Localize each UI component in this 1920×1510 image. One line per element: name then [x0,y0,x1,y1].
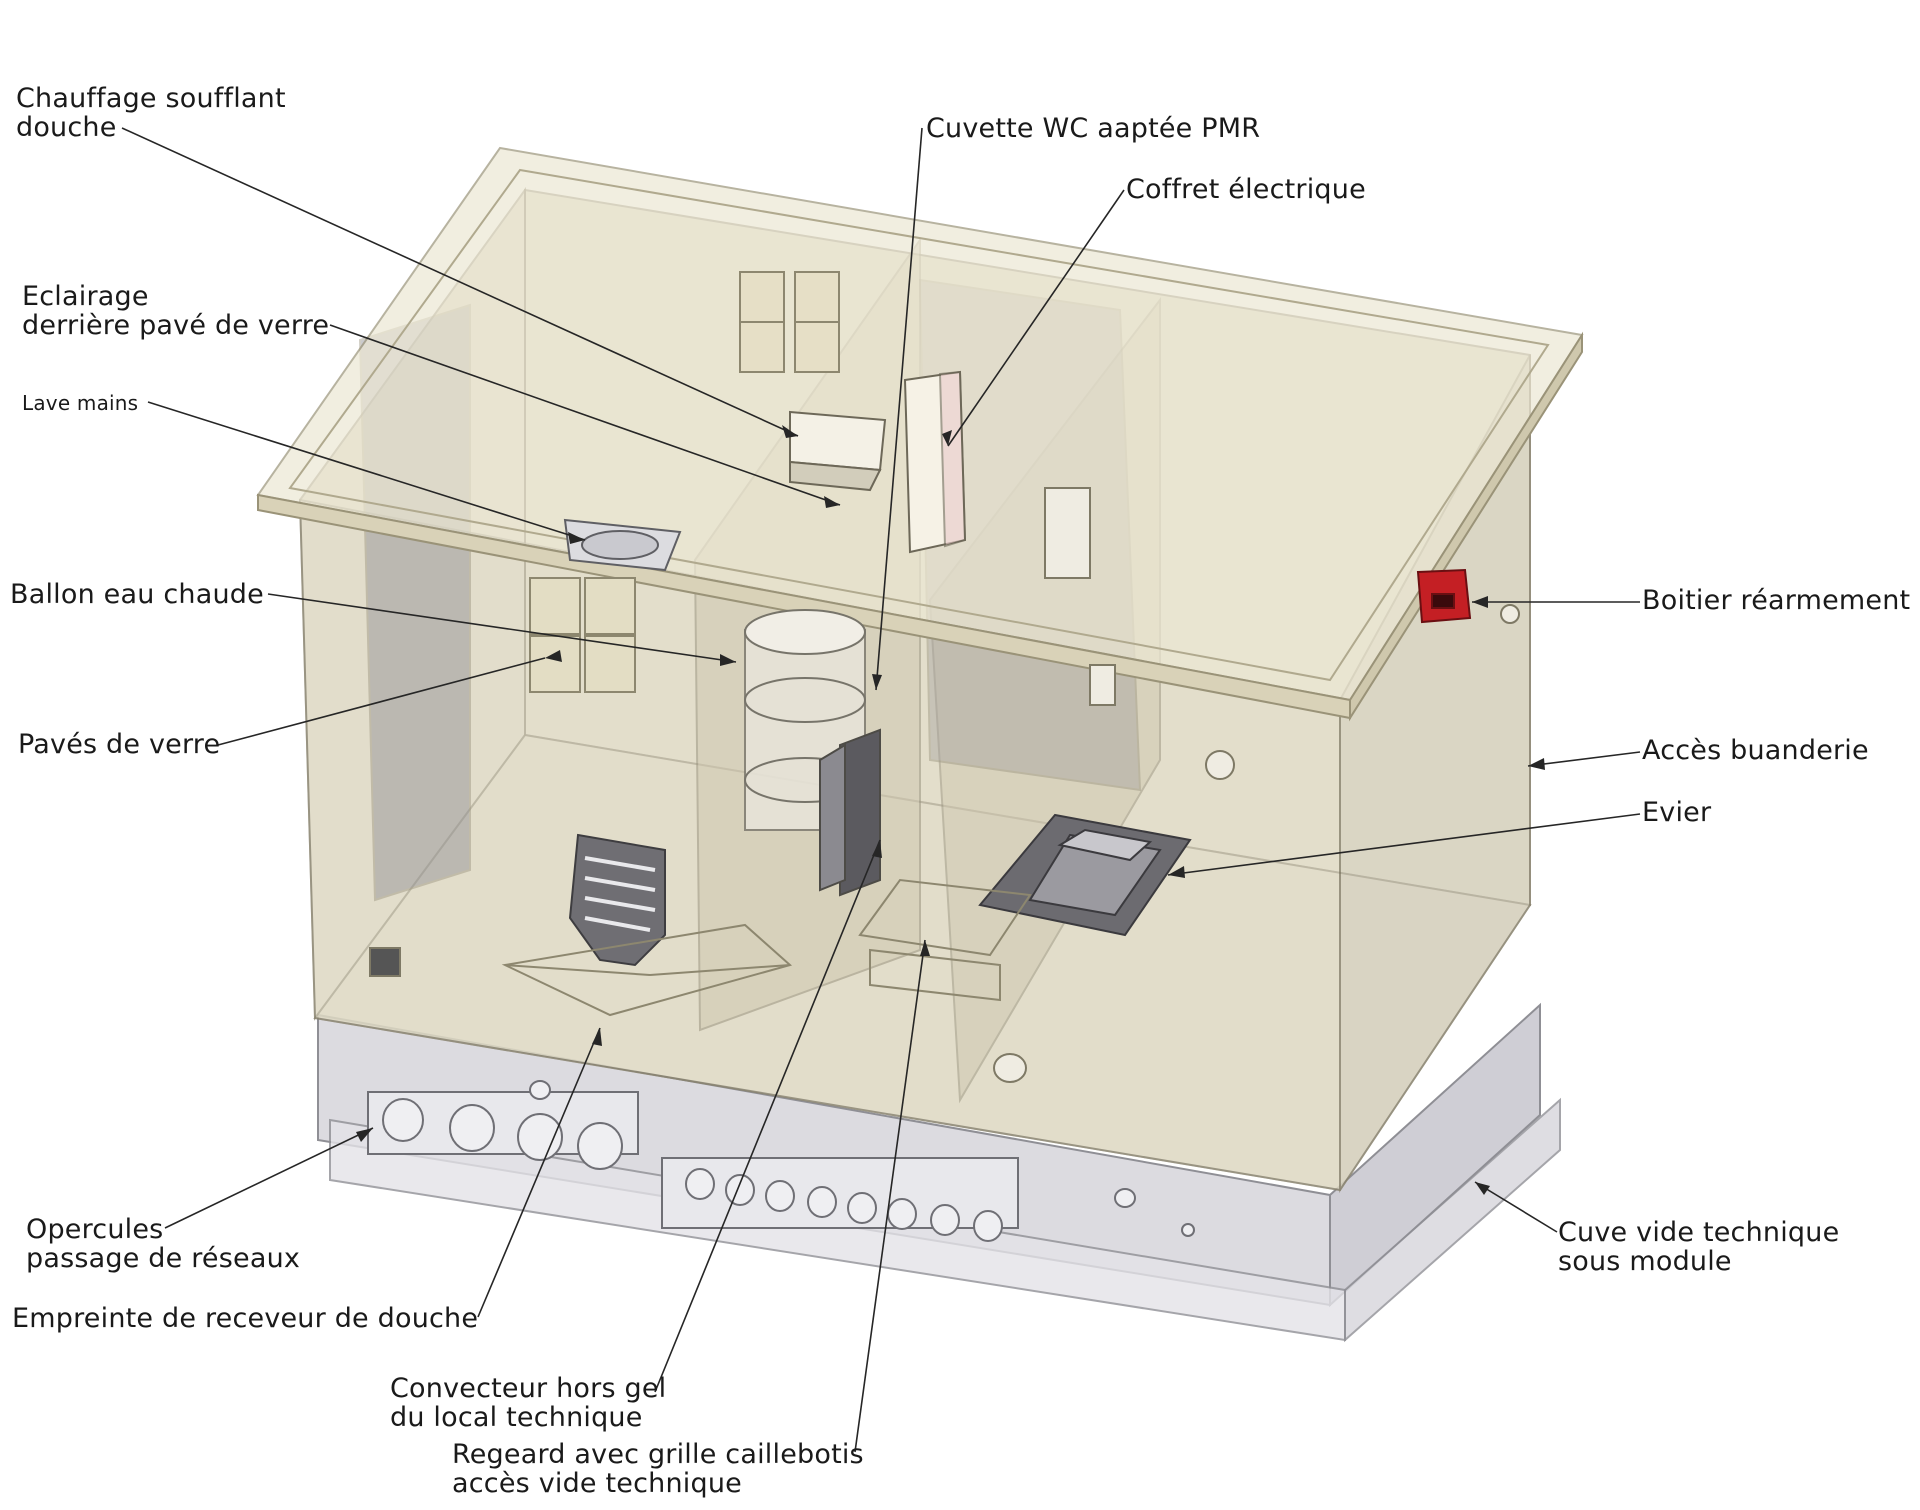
label-convecteur: Convecteur hors gel du local technique [390,1373,667,1433]
label-regard: Regeard avec grille caillebotis accès vi… [452,1439,864,1499]
label-cuvette: Cuvette WC aaptée PMR [926,113,1261,144]
arrowheads [356,425,1545,1195]
inspection-grate [858,878,1032,1002]
shower-drain-grate [568,833,666,967]
network-openings [367,1080,1195,1242]
label-chauffage: Chauffage soufflant douche [16,83,286,143]
glass-blocks-back [739,271,840,373]
sink [978,813,1192,937]
label-ballon: Ballon eau chaude [10,579,264,610]
leader-lines [121,127,1641,1453]
label-boitier: Boitier réarmement [1642,585,1911,616]
label-paves: Pavés de verre [18,729,221,760]
label-opercules: Opercules passage de réseaux [26,1214,301,1274]
label-cuve: Cuve vide technique sous module [1558,1217,1840,1277]
hand-basin [563,518,682,572]
label-coffret: Coffret électrique [1126,174,1366,205]
label-empreinte: Empreinte de receveur de douche [12,1303,479,1334]
electrical-box [903,370,967,554]
reset-box [1416,568,1472,624]
shower-tray-imprint [501,923,793,1017]
label-lave-mains: Lave mains [22,391,139,415]
convector [819,728,881,897]
label-eclairage: Eclairage derrière pavé de verre [22,281,330,341]
fixtures [369,487,1520,1083]
label-evier: Evier [1642,797,1712,828]
label-acces: Accès buanderie [1642,735,1869,766]
shower-fan-heater [789,410,887,492]
